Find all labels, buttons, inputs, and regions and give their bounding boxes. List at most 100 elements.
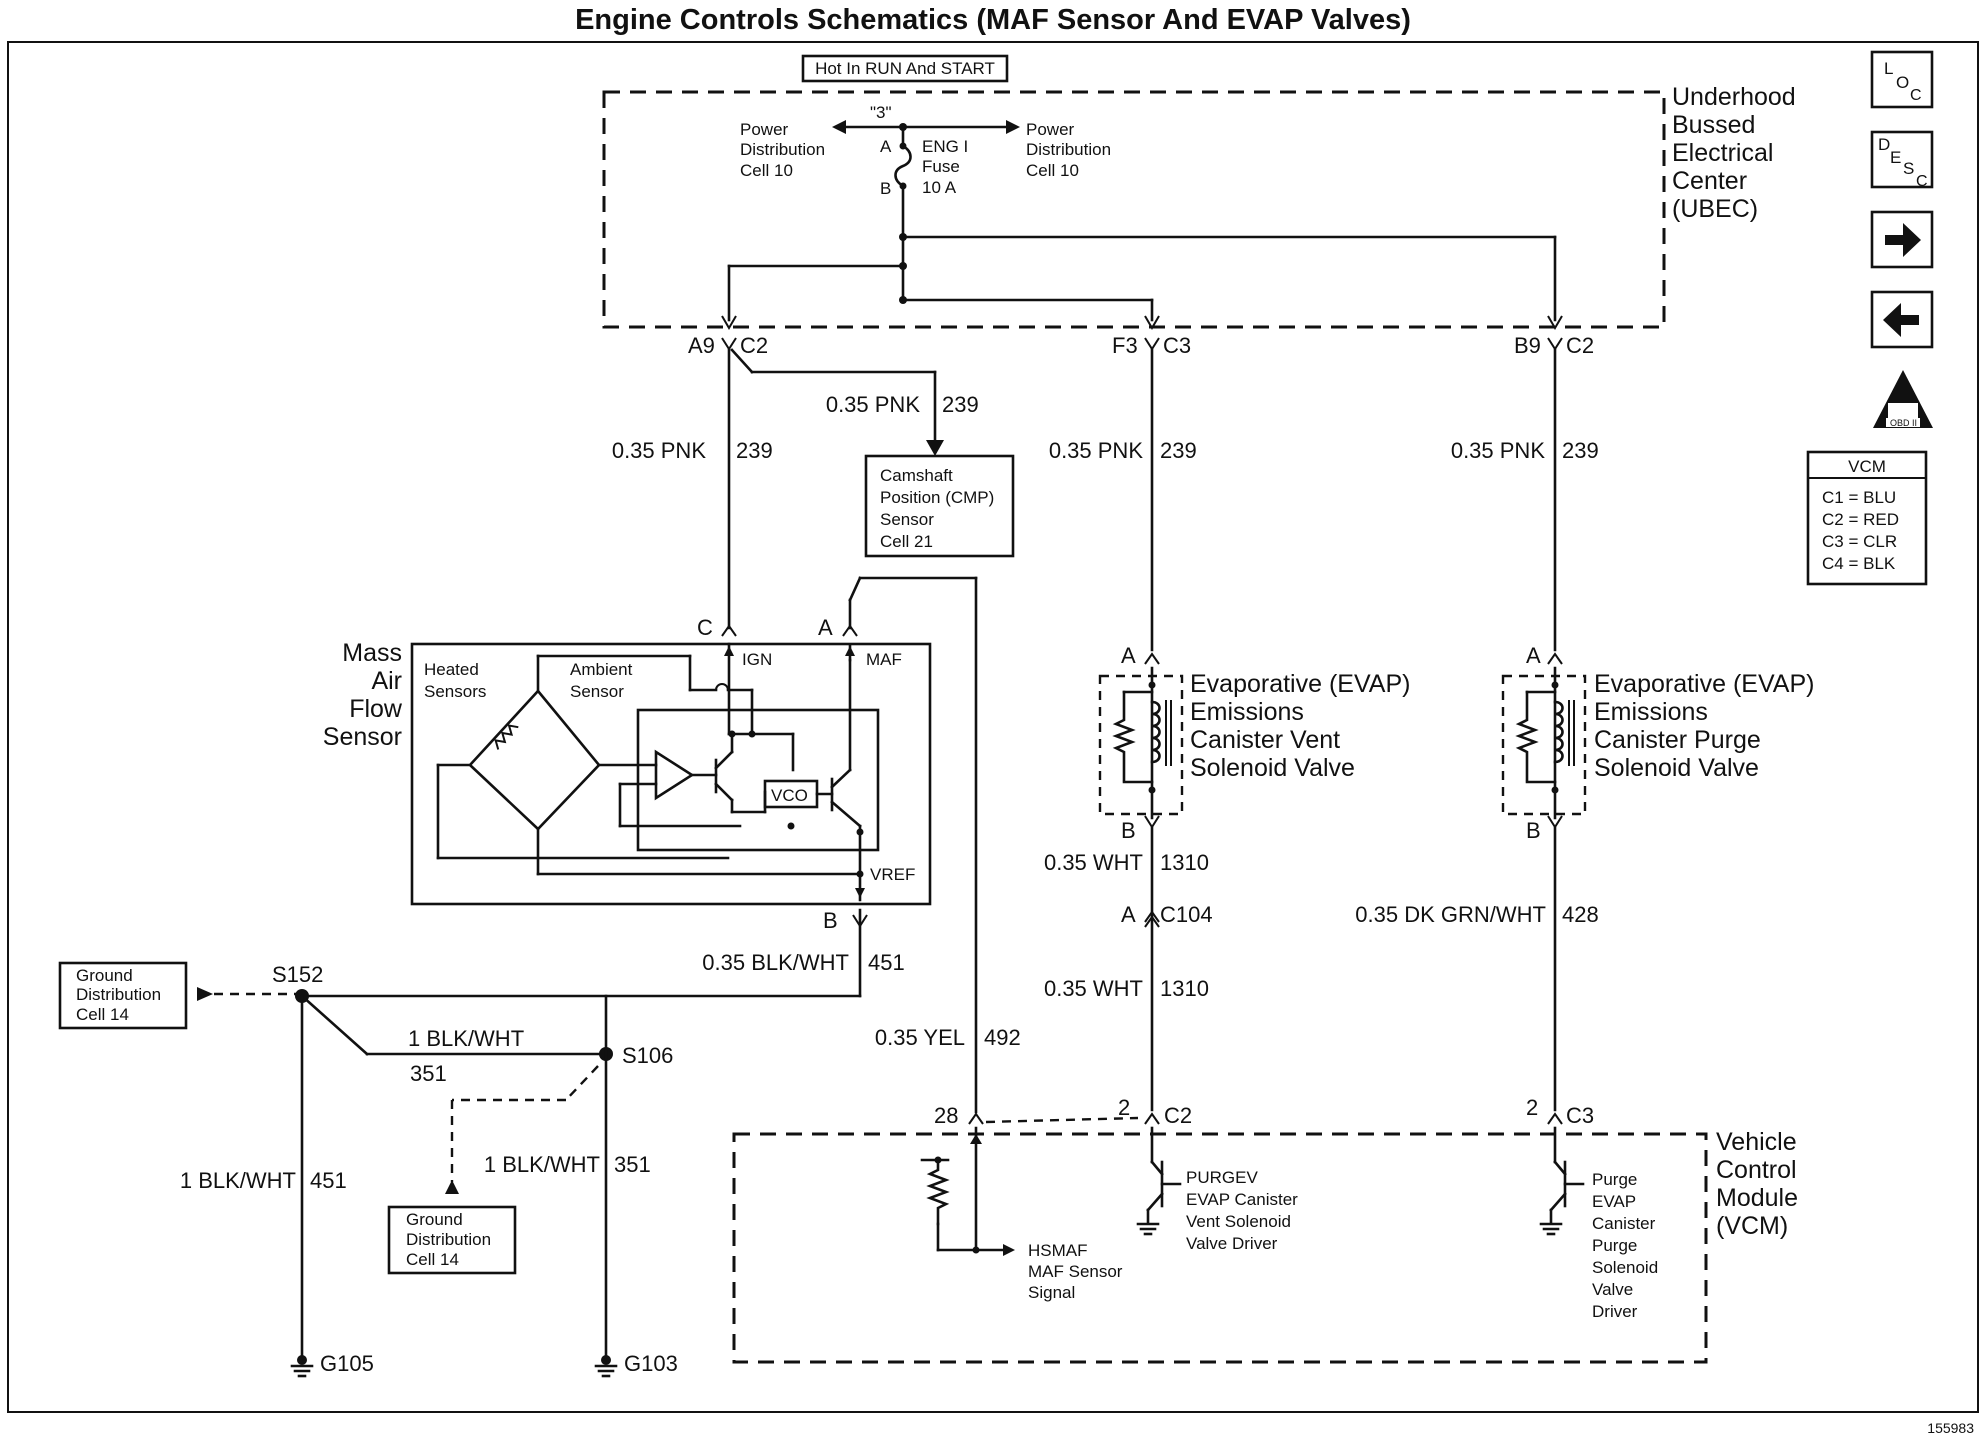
svg-text:Purge: Purge [1592, 1236, 1637, 1255]
svg-text:1 BLK/WHT: 1 BLK/WHT [484, 1152, 600, 1177]
svg-text:Ground: Ground [76, 966, 133, 985]
svg-text:Evaporative (EVAP): Evaporative (EVAP) [1190, 670, 1410, 698]
splice-s152: S152 [272, 962, 608, 1357]
svg-text:Canister: Canister [1592, 1214, 1656, 1233]
svg-text:Emissions: Emissions [1190, 698, 1304, 726]
svg-text:ENG I: ENG I [922, 137, 968, 156]
svg-text:492: 492 [984, 1025, 1021, 1050]
svg-text:C: C [1916, 173, 1928, 190]
svg-text:A: A [1121, 643, 1136, 668]
svg-text:(UBEC): (UBEC) [1672, 195, 1758, 223]
svg-text:B: B [823, 908, 838, 933]
vcm-hsmaf-circuit: HSMAF MAF Sensor Signal [920, 1126, 1123, 1302]
svg-text:0.35 YEL: 0.35 YEL [875, 1025, 965, 1050]
svg-text:MAF Sensor: MAF Sensor [1028, 1262, 1123, 1281]
svg-text:Cell 14: Cell 14 [76, 1005, 129, 1024]
svg-text:Cell 10: Cell 10 [1026, 161, 1079, 180]
svg-text:B: B [1121, 818, 1136, 843]
svg-text:E: E [1890, 148, 1901, 167]
svg-text:Cell 10: Cell 10 [740, 161, 793, 180]
svg-text:C2: C2 [1566, 333, 1594, 358]
svg-text:351: 351 [410, 1061, 447, 1086]
wire-blk-wht-451-maf: B 0.35 BLK/WHT 451 [300, 908, 905, 998]
svg-text:Emissions: Emissions [1594, 698, 1708, 726]
svg-text:C1 = BLU: C1 = BLU [1822, 488, 1896, 507]
svg-text:0.35 BLK/WHT: 0.35 BLK/WHT [702, 950, 849, 975]
wire-g103: 1 BLK/WHT 351 [484, 1152, 651, 1177]
svg-text:239: 239 [736, 438, 773, 463]
svg-text:Solenoid Valve: Solenoid Valve [1594, 754, 1759, 782]
svg-text:A9: A9 [688, 333, 715, 358]
svg-text:239: 239 [1562, 438, 1599, 463]
svg-text:Solenoid: Solenoid [1592, 1258, 1658, 1277]
power-distribution-left: Power Distribution Cell 10 [740, 120, 825, 180]
svg-text:Air: Air [371, 667, 402, 695]
svg-text:Camshaft: Camshaft [880, 466, 953, 485]
svg-text:Distribution: Distribution [76, 985, 161, 1004]
wire-dk-grn-wht-428: 0.35 DK GRN/WHT 428 2 C3 [1355, 826, 1599, 1128]
ubec-internal-bus [721, 184, 1563, 330]
svg-text:1310: 1310 [1160, 976, 1209, 1001]
svg-text:Fuse: Fuse [922, 157, 960, 176]
svg-text:B: B [880, 179, 891, 198]
connector-a9-c2: A9 C2 [688, 333, 768, 358]
svg-text:Vent Solenoid: Vent Solenoid [1186, 1212, 1291, 1231]
svg-text:Ground: Ground [406, 1210, 463, 1229]
cmp-sensor-box: Camshaft Position (CMP) Sensor Cell 21 [864, 454, 1015, 558]
svg-text:Flow: Flow [349, 695, 403, 723]
figure-number: 155983 [1927, 1420, 1974, 1436]
svg-text:C2: C2 [740, 333, 768, 358]
wire-pnk-239-purge: 0.35 PNK 239 A [1451, 348, 1599, 668]
wire-yel-492: 0.35 YEL 492 28 [875, 576, 1021, 1128]
ground-g103-icon: G103 [594, 1351, 678, 1378]
wire-pnk-239-maf: 0.35 PNK 239 C [612, 348, 773, 640]
svg-text:Cell 21: Cell 21 [880, 532, 933, 551]
svg-text:1 BLK/WHT: 1 BLK/WHT [180, 1168, 296, 1193]
svg-text:Valve: Valve [1592, 1280, 1633, 1299]
svg-text:C4 = BLK: C4 = BLK [1822, 554, 1896, 573]
svg-text:Center: Center [1672, 167, 1747, 195]
svg-text:0.35 WHT: 0.35 WHT [1044, 850, 1143, 875]
svg-text:PURGEV: PURGEV [1186, 1168, 1258, 1187]
svg-text:Sensors: Sensors [424, 682, 486, 701]
svg-text:C2 = RED: C2 = RED [1822, 510, 1899, 529]
ubec-label: Underhood Bussed Electrical Center (UBEC… [1672, 83, 1796, 223]
arrow-left-icon[interactable] [1870, 290, 1934, 349]
svg-text:Hot In RUN And START: Hot In RUN And START [815, 59, 995, 78]
svg-text:28: 28 [934, 1103, 958, 1128]
cmp-branch-wire: 0.35 PNK 239 [730, 348, 979, 456]
vcm-connector-dashed-link [985, 1116, 1139, 1124]
svg-text:C2: C2 [1164, 1103, 1192, 1128]
svg-text:C: C [1910, 87, 1922, 104]
svg-text:MAF: MAF [866, 650, 902, 669]
svg-text:D: D [1878, 135, 1890, 154]
svg-text:428: 428 [1562, 902, 1599, 927]
svg-text:A: A [1121, 902, 1136, 927]
wire-g105: 1 BLK/WHT 451 [180, 1168, 347, 1193]
svg-text:Distribution: Distribution [740, 140, 825, 159]
wire-wht-1310: 0.35 WHT 1310 A C104 0.35 WHT 1310 2 C2 [1044, 826, 1213, 1128]
loc-icon[interactable]: L O C [1870, 50, 1934, 109]
power-distribution-right: Power Distribution Cell 10 [1026, 120, 1111, 180]
svg-text:Electrical: Electrical [1672, 139, 1773, 167]
svg-text:C3: C3 [1163, 333, 1191, 358]
svg-text:EVAP Canister: EVAP Canister [1186, 1190, 1298, 1209]
svg-text:451: 451 [868, 950, 905, 975]
svg-text:Cell 14: Cell 14 [406, 1250, 459, 1269]
svg-text:0.35 WHT: 0.35 WHT [1044, 976, 1143, 1001]
desc-icon[interactable]: D E S C [1870, 130, 1934, 190]
svg-text:A: A [1526, 643, 1541, 668]
svg-text:239: 239 [942, 392, 979, 417]
power-bus-3: "3" [832, 103, 1020, 134]
svg-text:Power: Power [740, 120, 789, 139]
evap-purge-valve: B Evaporative (EVAP) Emissions Canister … [1501, 666, 1814, 843]
svg-text:2: 2 [1118, 1095, 1130, 1120]
obd-ii-icon[interactable]: OBD II [1873, 370, 1933, 428]
vcm-purgev-driver: PURGEV EVAP Canister Vent Solenoid Valve… [1136, 1126, 1298, 1253]
arrow-right-icon[interactable] [1870, 210, 1934, 269]
svg-text:Ambient: Ambient [570, 660, 633, 679]
svg-text:C3 = CLR: C3 = CLR [1822, 532, 1897, 551]
svg-text:0.35 PNK: 0.35 PNK [1049, 438, 1143, 463]
svg-text:B9: B9 [1514, 333, 1541, 358]
svg-text:239: 239 [1160, 438, 1197, 463]
